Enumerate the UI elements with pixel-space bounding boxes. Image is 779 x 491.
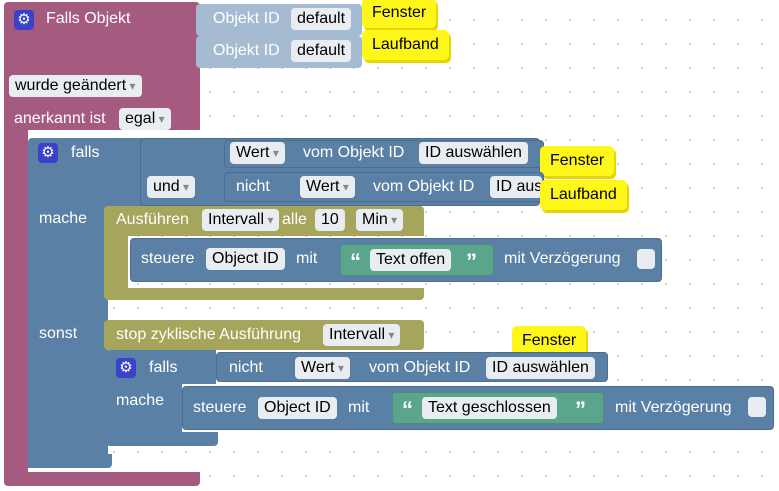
quote-open-icon: “ — [350, 249, 361, 274]
acknowledged-dropdown[interactable]: egal — [119, 108, 171, 130]
object-id-label-2: Objekt ID — [213, 42, 280, 59]
interval-count-input[interactable]: 10 — [315, 209, 345, 231]
comment-note-4[interactable]: Laufband — [540, 180, 627, 210]
inner-condition-from-label: vom Objekt ID — [369, 359, 471, 376]
text-1-input[interactable]: Text offen — [370, 249, 452, 271]
interval-type-dropdown[interactable]: Intervall — [202, 209, 280, 231]
condition-2-property-dropdown[interactable]: Wert — [300, 176, 355, 198]
text-2-input[interactable]: Text geschlossen — [422, 397, 557, 419]
condition-2-id-select[interactable]: ID auswählen — [490, 176, 542, 198]
control-1-object-select[interactable]: Object ID — [206, 248, 285, 270]
not-label: nicht — [236, 178, 270, 195]
inner-condition-property-dropdown[interactable]: Wert — [295, 357, 350, 379]
inner-if-label: falls — [149, 359, 178, 376]
changed-dropdown[interactable]: wurde geändert — [9, 75, 142, 97]
condition-1-from-label: vom Objekt ID — [303, 144, 405, 161]
inner-do-label: mache — [116, 392, 165, 409]
gear-icon[interactable]: ⚙ — [14, 10, 34, 30]
condition-1-property-dropdown[interactable]: Wert — [230, 142, 285, 164]
control-2-object-select[interactable]: Object ID — [258, 397, 337, 419]
inner-if-block-bottom — [106, 432, 218, 446]
delay-1-checkbox[interactable] — [637, 249, 655, 269]
acknowledged-label: anerkannt ist — [14, 110, 106, 127]
interval-block-bottom — [104, 288, 424, 300]
run-label: Ausführen — [116, 211, 189, 228]
do-label: mache — [39, 210, 88, 227]
every-label: alle — [282, 211, 307, 228]
object-id-label-1: Objekt ID — [213, 10, 280, 27]
comment-note-2[interactable]: Laufband — [362, 30, 449, 60]
control-1-delay-label: mit Verzögerung — [504, 250, 621, 267]
if-block-spine — [28, 206, 108, 468]
object-id-value-2[interactable]: default — [291, 40, 352, 62]
if-block-bottom — [28, 454, 112, 468]
comment-note-3[interactable]: Fenster — [540, 146, 615, 176]
control-2-label: steuere — [193, 399, 247, 416]
event-block-spine — [4, 130, 28, 480]
inner-if-block-spine — [106, 384, 182, 438]
logic-operator-dropdown[interactable]: und — [147, 176, 196, 198]
event-block-bottom — [4, 472, 200, 486]
comment-note-1[interactable]: Fenster — [362, 0, 437, 28]
interval-unit-dropdown[interactable]: Min — [356, 209, 404, 231]
control-1-label: steuere — [141, 250, 195, 267]
inner-not-label: nicht — [229, 359, 263, 376]
gear-icon[interactable]: ⚙ — [116, 358, 136, 378]
delay-2-checkbox[interactable] — [748, 397, 766, 417]
inner-condition-id-select[interactable]: ID auswählen — [486, 357, 595, 379]
event-title: Falls Objekt — [46, 10, 131, 27]
stop-type-dropdown[interactable]: Intervall — [323, 324, 401, 346]
quote-open-icon: “ — [402, 397, 413, 422]
comment-note-5[interactable]: Fenster — [512, 326, 587, 356]
condition-1-id-select[interactable]: ID auswählen — [419, 142, 528, 164]
interval-block-spine — [104, 236, 128, 290]
control-2-delay-label: mit Verzögerung — [615, 399, 732, 416]
quote-close-icon: ” — [466, 249, 477, 274]
control-2-with-label: mit — [348, 399, 370, 416]
control-1-with-label: mit — [296, 250, 318, 267]
else-label: sonst — [39, 325, 78, 342]
condition-2-from-label: vom Objekt ID — [373, 178, 475, 195]
stop-label: stop zyklische Ausführung — [116, 326, 301, 343]
object-id-value-1[interactable]: default — [291, 8, 352, 30]
gear-icon[interactable]: ⚙ — [38, 143, 58, 163]
quote-close-icon: ” — [575, 397, 586, 422]
if-label: falls — [71, 144, 100, 161]
